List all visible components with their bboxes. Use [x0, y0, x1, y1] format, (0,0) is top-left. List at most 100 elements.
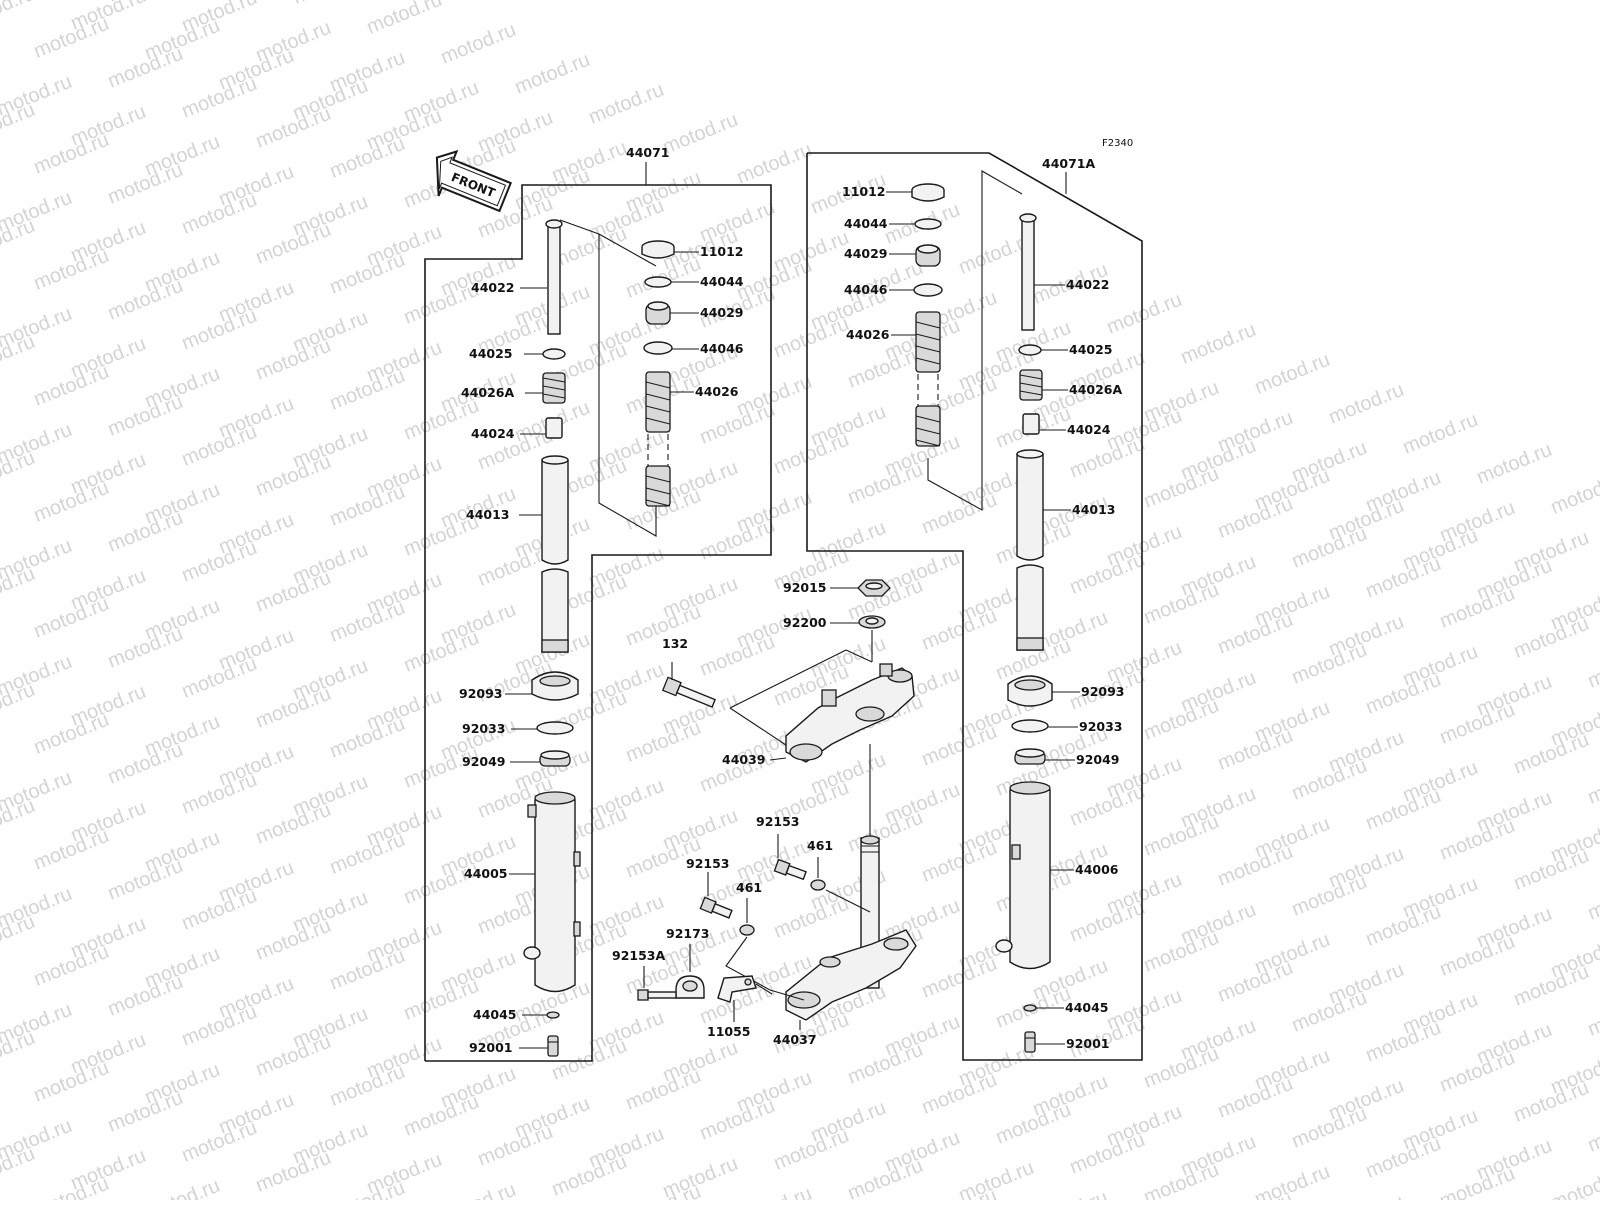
- watermark-text: motod.ru: [1252, 349, 1333, 399]
- watermark-text: motod.ru: [734, 1183, 815, 1200]
- callout-92153-lower[interactable]: 92153: [686, 856, 730, 871]
- rebound-spring-left[interactable]: [542, 372, 566, 404]
- callout-44045-left[interactable]: 44045: [473, 1007, 517, 1022]
- inner-tube-right[interactable]: [1016, 449, 1044, 651]
- fork-cap-11012-right[interactable]: [911, 183, 945, 202]
- callout-44025-left[interactable]: 44025: [469, 346, 513, 361]
- callout-44044-right[interactable]: 44044: [844, 216, 888, 231]
- callout-92001-right[interactable]: 92001: [1066, 1036, 1110, 1051]
- screw-92153A[interactable]: [637, 989, 677, 1001]
- snap-ring-right[interactable]: [1011, 719, 1049, 733]
- ring-44044-right[interactable]: [914, 218, 942, 230]
- callout-92001-left[interactable]: 92001: [469, 1040, 513, 1055]
- dust-seal-right[interactable]: [1007, 675, 1053, 707]
- callout-44029-left[interactable]: 44029: [700, 305, 744, 320]
- ring-44044-left[interactable]: [644, 276, 672, 288]
- clamp-92173[interactable]: [675, 975, 705, 999]
- callout-461-lower[interactable]: 461: [736, 880, 762, 895]
- callout-44022-left[interactable]: 44022: [471, 280, 515, 295]
- stem-nut-92015[interactable]: [857, 579, 891, 597]
- watermark-text: motod.ru: [0, 157, 1, 207]
- washer-92200[interactable]: [858, 615, 886, 629]
- oil-seal-left[interactable]: [539, 750, 571, 767]
- callout-11012-right[interactable]: 11012: [842, 184, 886, 199]
- callout-11012-left[interactable]: 11012: [700, 244, 744, 259]
- callout-461-upper[interactable]: 461: [807, 838, 833, 853]
- bolt-92153-lower[interactable]: [699, 896, 733, 919]
- callout-44024-left[interactable]: 44024: [471, 426, 515, 441]
- callout-44026-right[interactable]: 44026: [846, 327, 890, 342]
- callout-92049-left[interactable]: 92049: [462, 754, 506, 769]
- gasket-44045-right[interactable]: [1023, 1004, 1037, 1012]
- bolt-92001-right[interactable]: [1024, 1031, 1036, 1053]
- fork-spring-44026-left[interactable]: [645, 371, 671, 507]
- fork-cap-11012-left[interactable]: [641, 240, 675, 259]
- callout-44013-right[interactable]: 44013: [1072, 502, 1116, 517]
- snap-ring-left[interactable]: [536, 721, 574, 735]
- callout-44005-left[interactable]: 44005: [464, 866, 508, 881]
- watermark-text: motod.ru: [1585, 875, 1600, 925]
- outer-tube-left[interactable]: [523, 791, 581, 993]
- callout-44046-right[interactable]: 44046: [844, 282, 888, 297]
- oil-seal-right[interactable]: [1014, 748, 1046, 765]
- right-fork-assembly-label[interactable]: 44071A: [1042, 156, 1095, 171]
- callout-44026A-right[interactable]: 44026A: [1069, 382, 1122, 397]
- callout-44022-right[interactable]: 44022: [1066, 277, 1110, 292]
- callout-92173[interactable]: 92173: [666, 926, 710, 941]
- watermark-text: motod.ru: [0, 389, 1, 439]
- oil-lock-piece-left[interactable]: [545, 417, 563, 439]
- callout-92033-left[interactable]: 92033: [462, 721, 506, 736]
- callout-44037[interactable]: 44037: [773, 1032, 817, 1047]
- watermark-text: motod.ru: [0, 737, 1, 787]
- watermark-text: motod.ru: [1548, 1165, 1600, 1200]
- callout-44026-left[interactable]: 44026: [695, 384, 739, 399]
- callout-44046-left[interactable]: 44046: [700, 341, 744, 356]
- callout-44006-right[interactable]: 44006: [1075, 862, 1119, 877]
- callout-44029-right[interactable]: 44029: [844, 246, 888, 261]
- washer-461-lower[interactable]: [739, 924, 755, 936]
- callout-44039[interactable]: 44039: [722, 752, 766, 767]
- ring-44025-right[interactable]: [1018, 344, 1042, 356]
- o-ring-44046-left[interactable]: [643, 341, 673, 355]
- left-fork-assembly-label[interactable]: 44071: [626, 145, 670, 160]
- inner-tube-left[interactable]: [541, 455, 569, 653]
- callout-132[interactable]: 132: [662, 636, 688, 651]
- callout-92093-left[interactable]: 92093: [459, 686, 503, 701]
- bolt-92153-upper[interactable]: [773, 858, 807, 882]
- callout-92049-right[interactable]: 92049: [1076, 752, 1120, 767]
- ring-44025-left[interactable]: [542, 348, 566, 360]
- gasket-44045-left[interactable]: [546, 1011, 560, 1019]
- oil-lock-piece-right[interactable]: [1022, 413, 1040, 435]
- o-ring-44046-right[interactable]: [913, 283, 943, 297]
- spring-seat-44029-right[interactable]: [915, 244, 941, 267]
- callout-92200[interactable]: 92200: [783, 615, 827, 630]
- callout-44013-left[interactable]: 44013: [466, 507, 510, 522]
- callout-92093-right[interactable]: 92093: [1081, 684, 1125, 699]
- washer-461-upper[interactable]: [810, 879, 826, 891]
- callout-92153A[interactable]: 92153A: [612, 948, 665, 963]
- dust-seal-left[interactable]: [531, 671, 579, 701]
- callout-44045-right[interactable]: 44045: [1065, 1000, 1109, 1015]
- rebound-spring-right[interactable]: [1019, 369, 1043, 401]
- callout-44044-left[interactable]: 44044: [700, 274, 744, 289]
- bracket-11055[interactable]: [717, 975, 757, 1003]
- callout-44025-right[interactable]: 44025: [1069, 342, 1113, 357]
- callout-92033-right[interactable]: 92033: [1079, 719, 1123, 734]
- callout-92153-upper[interactable]: 92153: [756, 814, 800, 829]
- damper-rod-left[interactable]: [545, 219, 657, 335]
- callout-11055[interactable]: 11055: [707, 1024, 751, 1039]
- outer-tube-right[interactable]: [995, 781, 1051, 970]
- watermark-text: motod.ru: [438, 19, 519, 69]
- watermark-text: motod.ru: [0, 41, 1, 91]
- callout-92015[interactable]: 92015: [783, 580, 827, 595]
- bolt-132[interactable]: [661, 676, 717, 709]
- bolt-92001-left[interactable]: [547, 1035, 559, 1057]
- callout-44026A-left[interactable]: 44026A: [461, 385, 514, 400]
- fork-spring-44026-right[interactable]: [915, 311, 941, 447]
- spring-seat-44029-left[interactable]: [645, 301, 671, 325]
- callout-44024-right[interactable]: 44024: [1067, 422, 1111, 437]
- watermark-text: motod.ru: [1104, 289, 1185, 339]
- upper-bracket-44039[interactable]: [785, 663, 915, 763]
- figure-code: F2340: [1102, 138, 1133, 149]
- damper-rod-right[interactable]: [1019, 213, 1037, 331]
